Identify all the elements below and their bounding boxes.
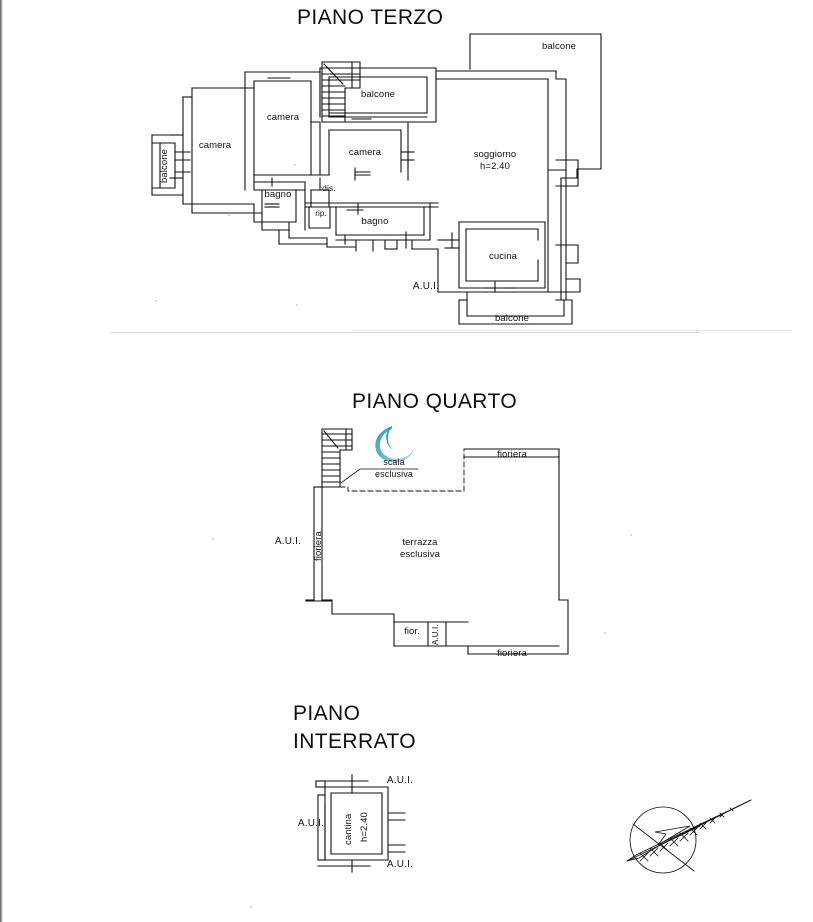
- speckle: [604, 632, 606, 634]
- speckle: [228, 214, 230, 216]
- room-label-fioriera-left: fioriera: [313, 531, 324, 561]
- room-label-bagno-center: bagno: [361, 216, 389, 227]
- room-label-fioriera-top: fioriera: [497, 449, 527, 460]
- scan-line-artifact: [352, 330, 792, 331]
- room-label-camera-left: camera: [198, 140, 232, 151]
- room-label-aui-quarto-left: A.U.I.: [274, 536, 302, 547]
- speckle: [296, 304, 298, 306]
- room-label-aui-interrato-top: A.U.I.: [386, 775, 414, 786]
- room-label-camera-mid-upper: camera: [266, 112, 300, 123]
- plan-title-piano-terzo: PIANO TERZO: [297, 6, 444, 29]
- room-label-balcone-center: balcone: [361, 89, 395, 100]
- room-label-balcone-left: balcone: [159, 149, 170, 183]
- room-label-terrazza-esclusiva: terrazza esclusiva: [400, 537, 440, 560]
- room-label-soggiorno: soggiorno h=2.40: [473, 149, 517, 172]
- scan-line-artifact: [110, 332, 700, 333]
- brand-swoosh-watermark: [375, 426, 414, 463]
- scan-edge-artifact: [0, 0, 3, 922]
- room-label-fior: fior.: [404, 626, 420, 637]
- annotation-scala-esclusiva: scala esclusiva: [375, 457, 413, 479]
- north-arrow-glyph: [626, 799, 752, 874]
- room-label-cucina: cucina: [488, 251, 518, 262]
- speckle: [250, 906, 252, 908]
- room-label-dis: dis.: [322, 183, 336, 193]
- speckle: [212, 538, 214, 540]
- plan-title-piano-quarto: PIANO QUARTO: [352, 390, 518, 413]
- plan-title-piano-interrato: PIANO INTERRATO: [293, 702, 416, 753]
- room-label-balcone-top-right: balcone: [542, 41, 576, 52]
- room-label-aui-terzo: A.U.I.: [412, 281, 440, 292]
- room-label-fioriera-bottom: fioriera: [497, 648, 527, 659]
- room-label-cantina-height: h=2.40: [359, 812, 370, 842]
- room-label-balcone-bottom: balcone: [495, 313, 529, 324]
- room-label-rip: rip.: [315, 209, 327, 218]
- plan-piano-terzo-walls: [151, 33, 602, 325]
- speckle: [294, 164, 296, 166]
- speckle: [155, 300, 157, 302]
- room-label-aui-quarto-small: A.U.I.: [431, 624, 440, 646]
- speckle: [630, 534, 632, 536]
- room-label-aui-interrato-left: A.U.I.: [297, 818, 325, 829]
- room-label-aui-interrato-bottom: A.U.I.: [386, 859, 414, 870]
- room-label-cantina: cantina: [343, 813, 354, 845]
- room-label-camera-center: camera: [348, 147, 382, 158]
- room-label-bagno-left: bagno: [264, 189, 292, 200]
